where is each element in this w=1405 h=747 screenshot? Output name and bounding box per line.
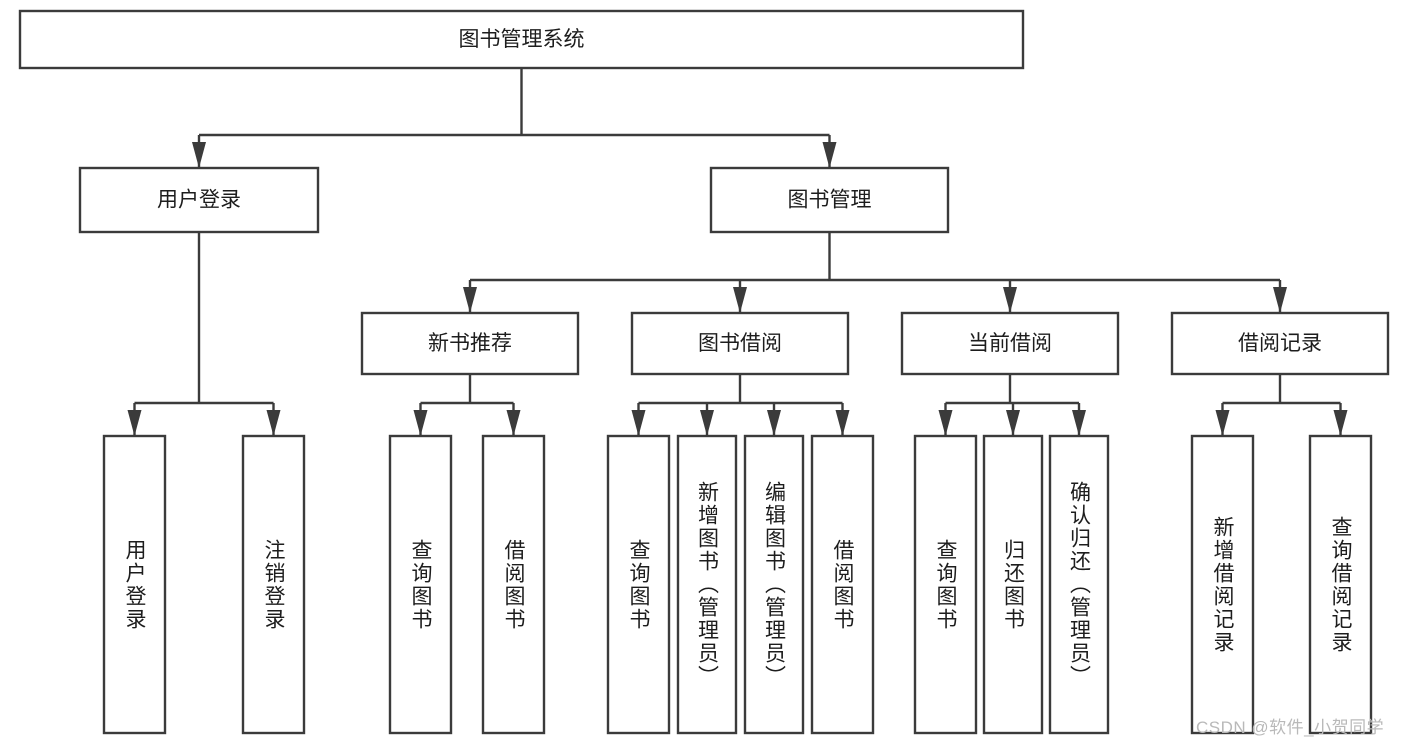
arrow-book-manage-book-borrow xyxy=(733,287,747,313)
node-box-leaf-edit-book xyxy=(743,434,805,735)
csdn-watermark: CSDN @软件_小贺同学 xyxy=(1196,718,1385,737)
node-label-current-borrow: 当前借阅 xyxy=(968,332,1052,355)
node-label-new-book-rec: 新书推荐 xyxy=(428,332,512,355)
node-box-leaf-return-book xyxy=(982,434,1044,735)
node-box-current-borrow xyxy=(900,311,1120,376)
node-label-book-manage: 图书管理 xyxy=(788,189,872,212)
arrow-book-manage-current-borrow xyxy=(1003,287,1017,313)
connector-layer xyxy=(127,68,1348,436)
arrow-book-borrow-leaf-query-book-2 xyxy=(631,410,646,436)
arrow-current-borrow-leaf-confirm-return xyxy=(1072,410,1086,436)
node-box-leaf-add-book xyxy=(676,434,738,735)
node-box-root xyxy=(18,9,1025,70)
node-box-leaf-logout xyxy=(241,434,306,735)
node-box-leaf-query-book-3 xyxy=(913,434,978,735)
arrow-borrow-record-leaf-query-record xyxy=(1333,410,1348,436)
arrow-book-borrow-leaf-borrow-book-2 xyxy=(835,410,850,436)
node-label-book-borrow: 图书借阅 xyxy=(698,332,782,355)
node-box-book-manage xyxy=(709,166,950,234)
node-box-leaf-add-record xyxy=(1190,434,1255,735)
node-box-book-borrow xyxy=(630,311,850,376)
arrow-root-book-manage xyxy=(822,142,837,168)
arrow-book-borrow-leaf-edit-book xyxy=(767,410,781,436)
arrow-user-login-leaf-logout xyxy=(266,410,281,436)
node-box-leaf-borrow-book-1 xyxy=(481,434,546,735)
arrow-new-book-rec-leaf-borrow-book-1 xyxy=(506,410,521,436)
arrow-current-borrow-leaf-query-book-3 xyxy=(938,410,953,436)
node-box-leaf-query-record xyxy=(1308,434,1373,735)
arrow-current-borrow-leaf-return-book xyxy=(1006,410,1020,436)
node-box-borrow-record xyxy=(1170,311,1390,376)
arrow-borrow-record-leaf-add-record xyxy=(1215,410,1230,436)
node-box-leaf-borrow-book-2 xyxy=(810,434,875,735)
node-label-root: 图书管理系统 xyxy=(459,28,585,51)
arrow-book-borrow-leaf-add-book xyxy=(700,410,714,436)
node-label-borrow-record: 借阅记录 xyxy=(1238,332,1322,355)
node-box-new-book-rec xyxy=(360,311,580,376)
arrow-book-manage-borrow-record xyxy=(1273,287,1287,313)
node-label-user-login: 用户登录 xyxy=(157,189,241,212)
arrow-book-manage-new-book-rec xyxy=(463,287,477,313)
node-box-leaf-query-book-1 xyxy=(388,434,453,735)
arrow-new-book-rec-leaf-query-book-1 xyxy=(413,410,428,436)
arrow-user-login-leaf-user-login xyxy=(127,410,142,436)
node-box-user-login xyxy=(78,166,320,234)
node-box-layer xyxy=(18,9,1390,735)
node-box-leaf-query-book-2 xyxy=(606,434,671,735)
node-box-leaf-confirm-return xyxy=(1048,434,1110,735)
node-box-leaf-user-login xyxy=(102,434,167,735)
arrow-root-user-login xyxy=(192,142,206,168)
